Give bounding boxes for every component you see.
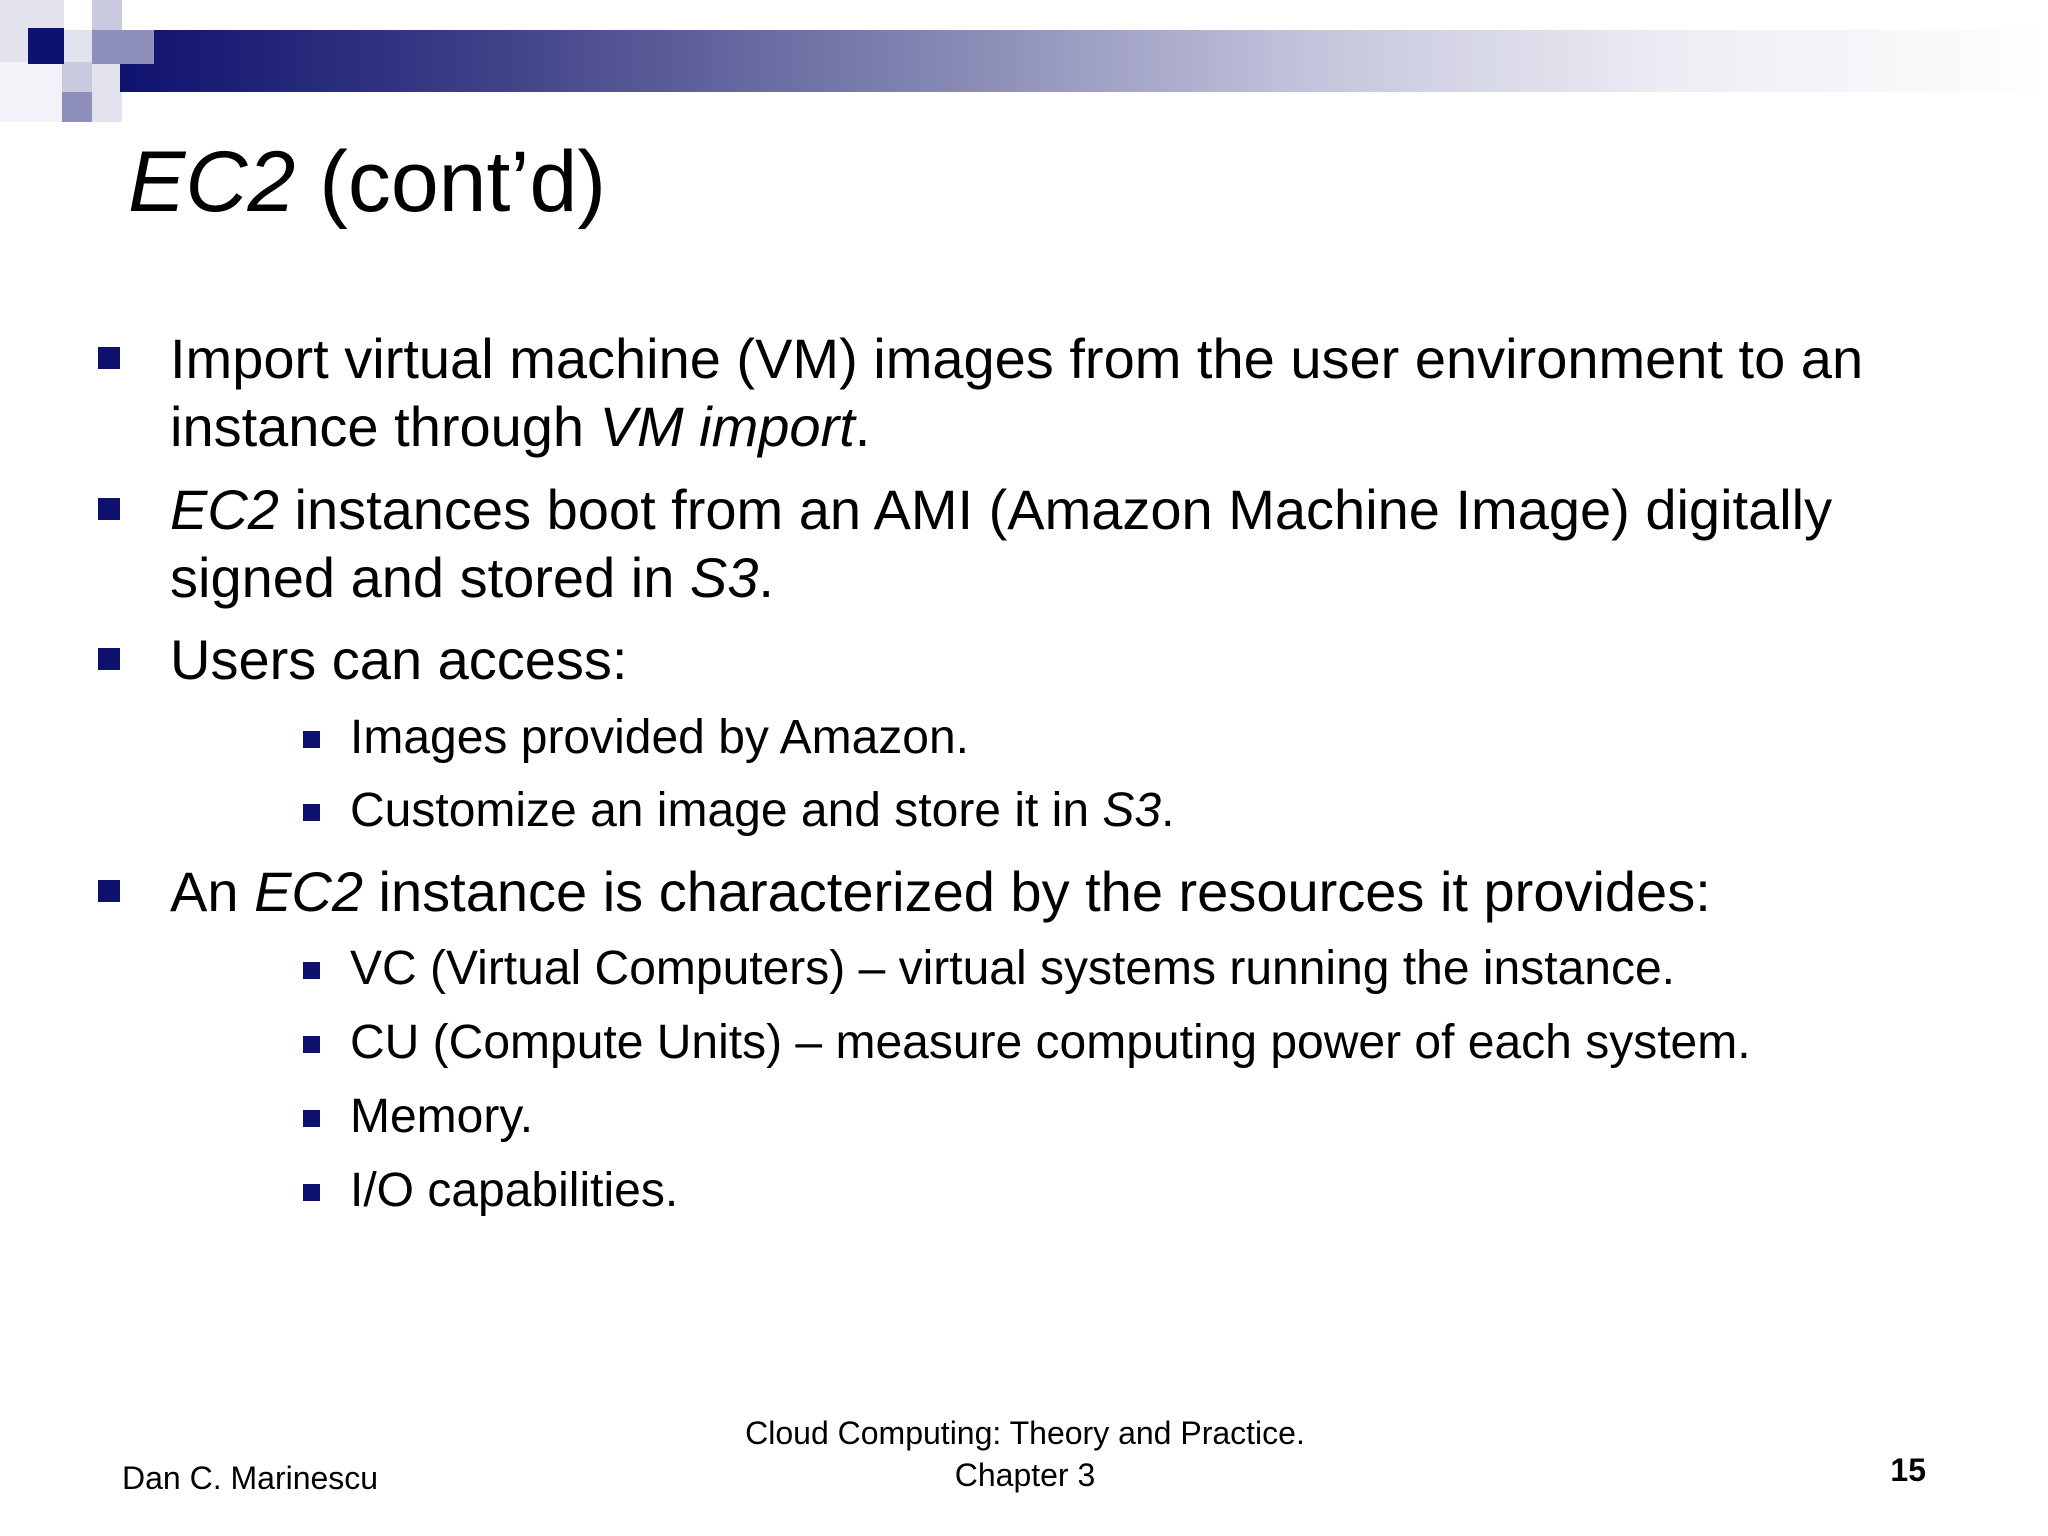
header-decoration [64,0,94,30]
text: Customize an image and store it in [350,784,1103,837]
slide-title: EC2 (cont’d) [128,132,606,232]
text-emphasis: EC2 [254,860,363,923]
footer-book-title: Cloud Computing: Theory and Practice. Ch… [620,1412,1430,1496]
bullet-4-sub-3: Memory. [350,1090,534,1143]
bullet-1-line-2: instance through VM import. [170,393,870,461]
sub-bullet-square-icon [303,1036,320,1053]
bullet-3: Users can access: [170,628,628,691]
bullet-3-sub-2: Customize an image and store it in S3. [350,781,1174,841]
text: . [1161,784,1175,837]
bullet-square-icon [98,648,120,670]
text-emphasis: S3 [689,546,759,609]
sub-bullet-square-icon [303,1184,320,1201]
text: . [758,546,774,609]
bullet-2-line-1: EC2 instances boot from an AMI (Amazon M… [170,476,1832,544]
sub-bullet-square-icon [303,804,320,821]
bullet-4-sub-1: VC (Virtual Computers) – virtual systems… [350,942,1675,995]
text-emphasis: S3 [1102,784,1162,837]
text: instance is characterized by the resourc… [363,860,1711,923]
header-decoration [92,30,154,64]
bullet-square-icon [98,498,120,520]
footer-book-line-2: Chapter 3 [954,1457,1096,1493]
bullet-1-line-1: Import virtual machine (VM) images from … [170,327,1864,390]
footer-book-line-1: Cloud Computing: Theory and Practice. [745,1415,1305,1451]
header-decoration [28,28,64,64]
bullet-4: An EC2 instance is characterized by the … [170,858,1711,926]
text: instances boot from an AMI (Amazon Machi… [278,478,1833,541]
header-decoration [0,62,62,122]
header-gradient-band [120,30,2048,92]
text: An [170,860,255,923]
page-number: 15 [1890,1452,1926,1488]
bullet-4-sub-4: I/O capabilities. [350,1164,679,1217]
sub-bullet-square-icon [303,962,320,979]
text: signed and stored in [170,546,690,609]
bullet-2-line-2: signed and stored in S3. [170,544,774,612]
text: . [854,395,871,458]
title-rest: (cont’d) [295,134,606,230]
header-decoration [92,0,122,30]
bullet-square-icon [98,880,120,902]
sub-bullet-square-icon [303,1110,320,1127]
bullet-4-sub-2: CU (Compute Units) – measure computing p… [350,1016,1751,1069]
bullet-3-sub-1: Images provided by Amazon. [350,711,970,764]
text: instance through [170,395,600,458]
bullet-square-icon [98,347,120,369]
footer-author: Dan C. Marinescu [122,1460,379,1496]
header-decoration [62,92,92,122]
sub-bullet-square-icon [303,731,320,748]
title-emphasis: EC2 [128,134,296,230]
text-emphasis: VM import [599,395,855,458]
text-emphasis: EC2 [170,478,279,541]
